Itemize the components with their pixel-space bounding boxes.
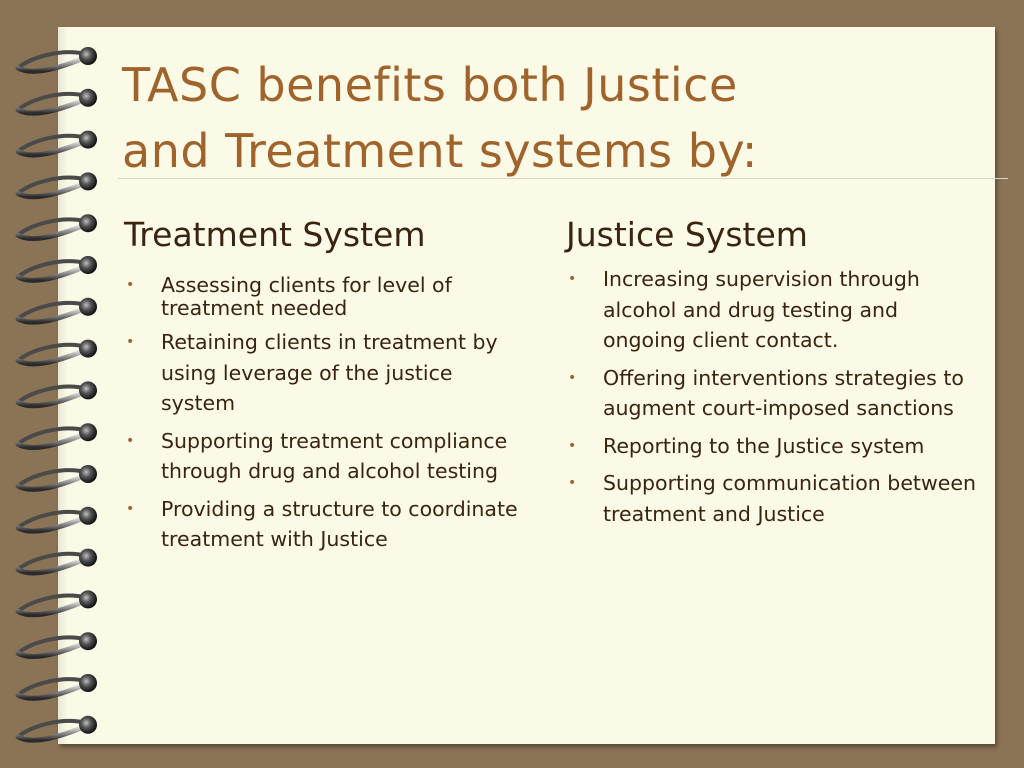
binding-hole (79, 214, 97, 233)
bullet-icon: • (568, 475, 577, 491)
treatment-list: • Assessing clients for level of treatme… (124, 274, 524, 555)
justice-column: Justice System • Increasing supervision … (566, 212, 981, 536)
spiral-ring (15, 47, 97, 74)
list-item: • Retaining clients in treatment by usin… (124, 327, 524, 419)
binding-hole (79, 88, 97, 107)
list-item: • Reporting to the Justice system (566, 431, 981, 462)
spiral-ring (15, 590, 97, 618)
binding-hole (79, 130, 97, 149)
binding-hole (79, 506, 97, 525)
spiral-ring (15, 297, 97, 325)
spiral-ring (15, 130, 97, 158)
bullet-icon: • (126, 500, 135, 517)
binding-hole (79, 47, 97, 65)
spiral-ring (15, 506, 97, 534)
spiral-ring (15, 674, 97, 701)
bullet-icon: • (126, 277, 135, 293)
list-item: • Providing a structure to coordinate tr… (124, 494, 524, 555)
binding-hole (79, 172, 97, 191)
bullet-icon: • (126, 432, 135, 449)
binding-hole (79, 674, 97, 692)
binding-hole (79, 381, 97, 400)
binding-hole (79, 297, 97, 316)
treatment-heading: Treatment System (124, 215, 426, 254)
spiral-ring (15, 256, 97, 283)
list-item: • Supporting communication between treat… (566, 468, 981, 529)
list-item: • Increasing supervision through alcohol… (566, 264, 981, 356)
spiral-ring (15, 715, 97, 743)
list-item: • Offering interventions strategies to a… (566, 363, 981, 424)
bullet-icon: • (568, 271, 577, 287)
binding-hole (79, 339, 97, 358)
binding-hole (79, 423, 97, 442)
binding-hole (79, 715, 97, 734)
binding-hole (79, 256, 97, 274)
spiral-ring (15, 88, 97, 116)
bullet-icon: • (568, 437, 577, 454)
binding-hole (79, 590, 97, 609)
binding-hole (79, 548, 97, 567)
treatment-column: Treatment System • Assessing clients for… (124, 212, 524, 562)
justice-list: • Increasing supervision through alcohol… (566, 264, 981, 529)
spiral-ring (15, 465, 97, 492)
title-line-1: TASC benefits both Justice (122, 58, 738, 112)
list-item: • Assessing clients for level of treatme… (126, 273, 452, 320)
spiral-ring (15, 172, 97, 200)
list-item: • Supporting treatment compliance throug… (124, 426, 524, 487)
slide-title: TASC benefits both Justice and Treatment… (122, 52, 962, 184)
spiral-binding (15, 47, 97, 743)
spiral-ring (15, 632, 97, 659)
spiral-ring (15, 423, 97, 450)
spiral-ring (15, 381, 97, 409)
binding-hole (79, 632, 97, 651)
notebook-page (58, 27, 995, 744)
bullet-icon: • (126, 334, 135, 350)
binding-hole (79, 465, 97, 483)
bullet-icon: • (568, 369, 577, 386)
title-divider (118, 178, 1008, 179)
spiral-ring (15, 214, 97, 241)
title-line-2: and Treatment systems by: (122, 124, 758, 178)
spiral-ring (15, 339, 97, 367)
justice-heading: Justice System (566, 215, 808, 254)
spiral-ring (15, 548, 97, 576)
